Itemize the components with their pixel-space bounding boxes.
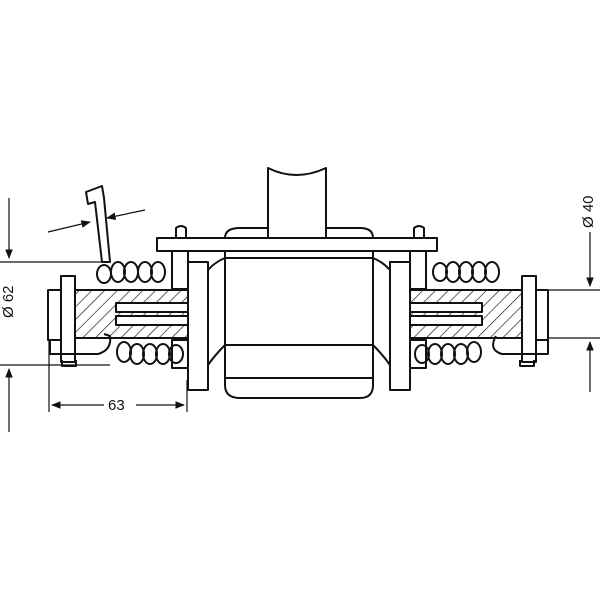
right-clip bbox=[492, 335, 549, 367]
lever-leader-right bbox=[106, 209, 146, 220]
top-plate bbox=[156, 225, 438, 252]
lever-leader-left bbox=[47, 220, 91, 233]
left-shaft-hatched bbox=[74, 289, 189, 339]
right-shaft-hatched bbox=[409, 289, 523, 339]
length-dimension-label: 63 bbox=[108, 397, 125, 414]
shaft-diameter-label: Ø 40 bbox=[580, 195, 597, 228]
central-housing bbox=[207, 227, 391, 399]
left-lever bbox=[49, 185, 112, 367]
left-spring-coils bbox=[96, 261, 184, 365]
left-end-washer bbox=[47, 275, 76, 363]
right-spring-coils bbox=[414, 261, 500, 365]
outer-diameter-label: Ø 62 bbox=[0, 285, 17, 318]
right-end-washer bbox=[521, 275, 549, 363]
